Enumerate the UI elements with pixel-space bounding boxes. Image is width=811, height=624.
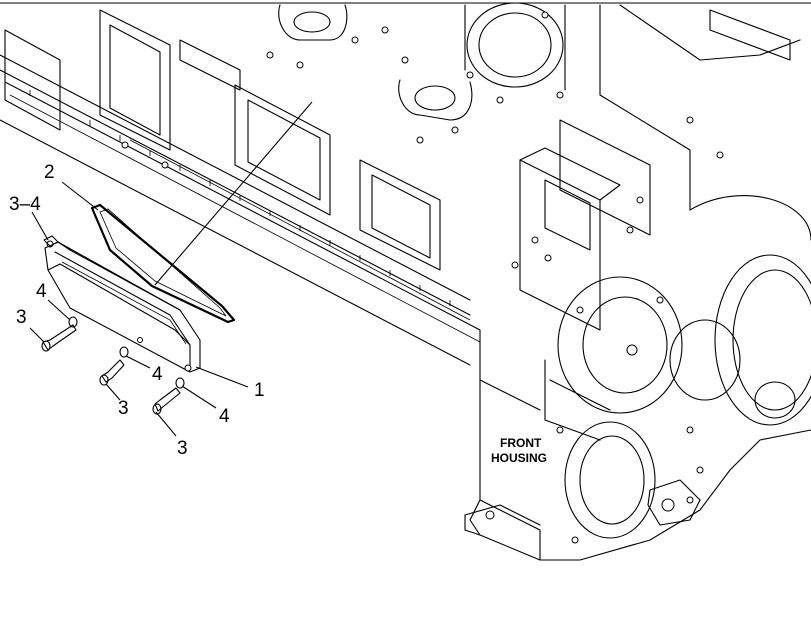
washer-mid (119, 346, 129, 358)
front-housing-label-bg (486, 434, 556, 468)
gasket-part-2 (90, 203, 236, 324)
callout-3-mid: 3 (118, 398, 129, 419)
leader-4-low (181, 385, 217, 409)
leader-3-4 (31, 211, 49, 241)
callout-3-left: 3 (16, 307, 27, 328)
front-housing-label-line2: HOUSING (491, 451, 547, 465)
leader-assembly (154, 101, 313, 286)
washer-low (175, 377, 185, 389)
leader-2 (61, 181, 99, 211)
callout-1: 1 (254, 380, 265, 401)
callout-4-top: 4 (36, 281, 47, 302)
leader-3-low (155, 411, 177, 437)
leader-3-left (29, 327, 45, 343)
engine-block (0, 2, 811, 561)
bolt-low (152, 387, 181, 415)
callout-4-low: 4 (219, 406, 230, 427)
bolt-mid (99, 359, 125, 386)
leader-lines (29, 101, 313, 437)
bolt-top (43, 235, 59, 247)
leader-4-top (47, 299, 71, 321)
leader-3-mid (105, 383, 121, 401)
leader-1 (195, 366, 249, 388)
callout-4-mid: 4 (152, 364, 163, 385)
callout-3-4: 3–4 (9, 194, 41, 215)
leader-4-mid (125, 355, 151, 369)
bolt-left (41, 324, 77, 352)
washer-left (68, 316, 78, 328)
callout-3-low: 3 (177, 438, 188, 459)
front-housing-label-line1: FRONT (500, 436, 542, 450)
callout-2: 2 (44, 162, 55, 183)
